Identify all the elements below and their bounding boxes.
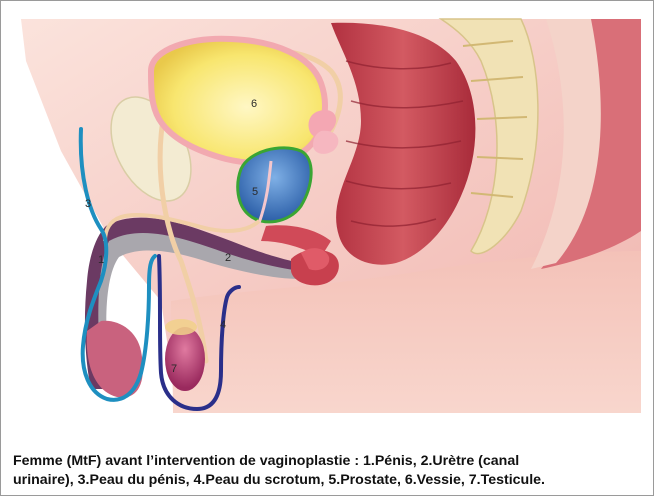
- anatomy-diagram: 1 2 3 4 5 6 7: [1, 1, 654, 431]
- figure-caption: Femme (MtF) avant l’intervention de vagi…: [13, 452, 649, 490]
- label-penis: 1: [98, 254, 104, 266]
- label-scrotal-skin: 4: [220, 319, 226, 331]
- label-bladder: 6: [251, 98, 257, 110]
- label-testicle: 7: [171, 363, 177, 375]
- caption-line-1: Femme (MtF) avant l’intervention de vagi…: [13, 453, 519, 469]
- label-penile-skin: 3: [85, 198, 91, 210]
- caption-line-2: urinaire), 3.Peau du pénis, 4.Peau du sc…: [13, 472, 545, 488]
- label-prostate: 5: [252, 186, 258, 198]
- label-urethra: 2: [225, 252, 231, 264]
